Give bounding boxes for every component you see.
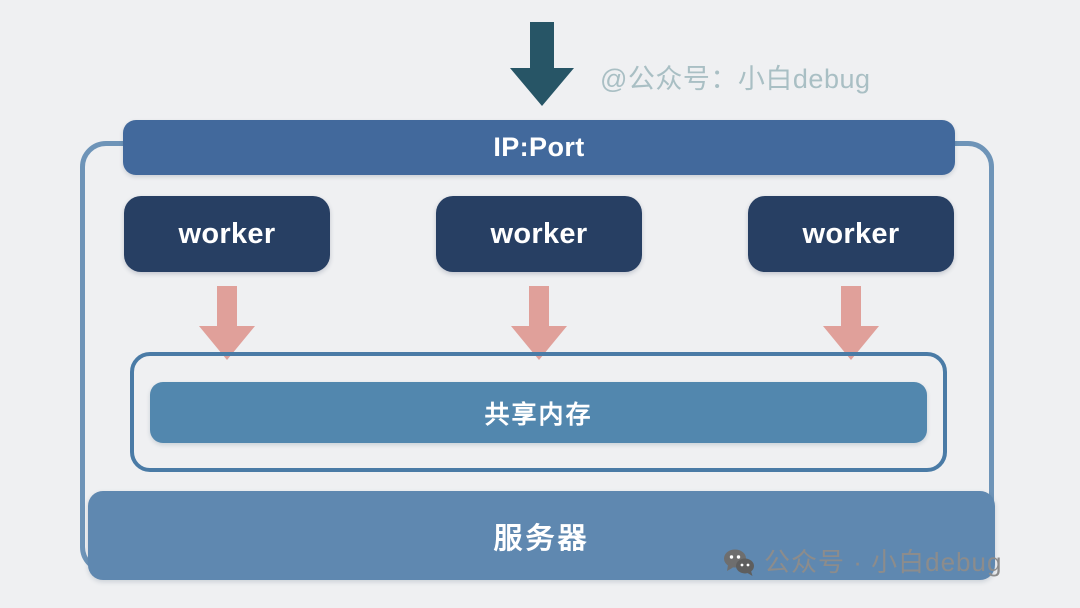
worker-to-memory-arrow-icon-2	[509, 286, 569, 360]
shared-memory-frame	[130, 352, 947, 472]
worker-box-3: worker	[748, 196, 954, 272]
watermark-bottom: 公众号 · 小白debug	[723, 548, 1002, 576]
ip-port-label: IP:Port	[493, 132, 585, 162]
shared-memory-label: 共享内存	[484, 400, 593, 429]
server-label: 服务器	[493, 522, 590, 555]
server-bar: 服务器	[88, 491, 995, 580]
wechat-icon	[723, 548, 755, 576]
worker-label-2: worker	[490, 217, 588, 250]
entry-down-arrow-icon	[506, 22, 578, 106]
worker-to-memory-arrow-icon-3	[821, 286, 881, 360]
watermark-top-text: @公众号：小白debug	[600, 64, 871, 94]
worker-label-3: worker	[802, 217, 900, 250]
worker-box-2: worker	[436, 196, 642, 272]
worker-box-1: worker	[124, 196, 330, 272]
watermark-bottom-text: 公众号 · 小白debug	[764, 547, 1003, 577]
worker-label-1: worker	[178, 217, 276, 250]
shared-memory-box: 共享内存	[150, 382, 927, 443]
worker-to-memory-arrow-icon-1	[197, 286, 257, 360]
ip-port-bar: IP:Port	[123, 120, 955, 175]
